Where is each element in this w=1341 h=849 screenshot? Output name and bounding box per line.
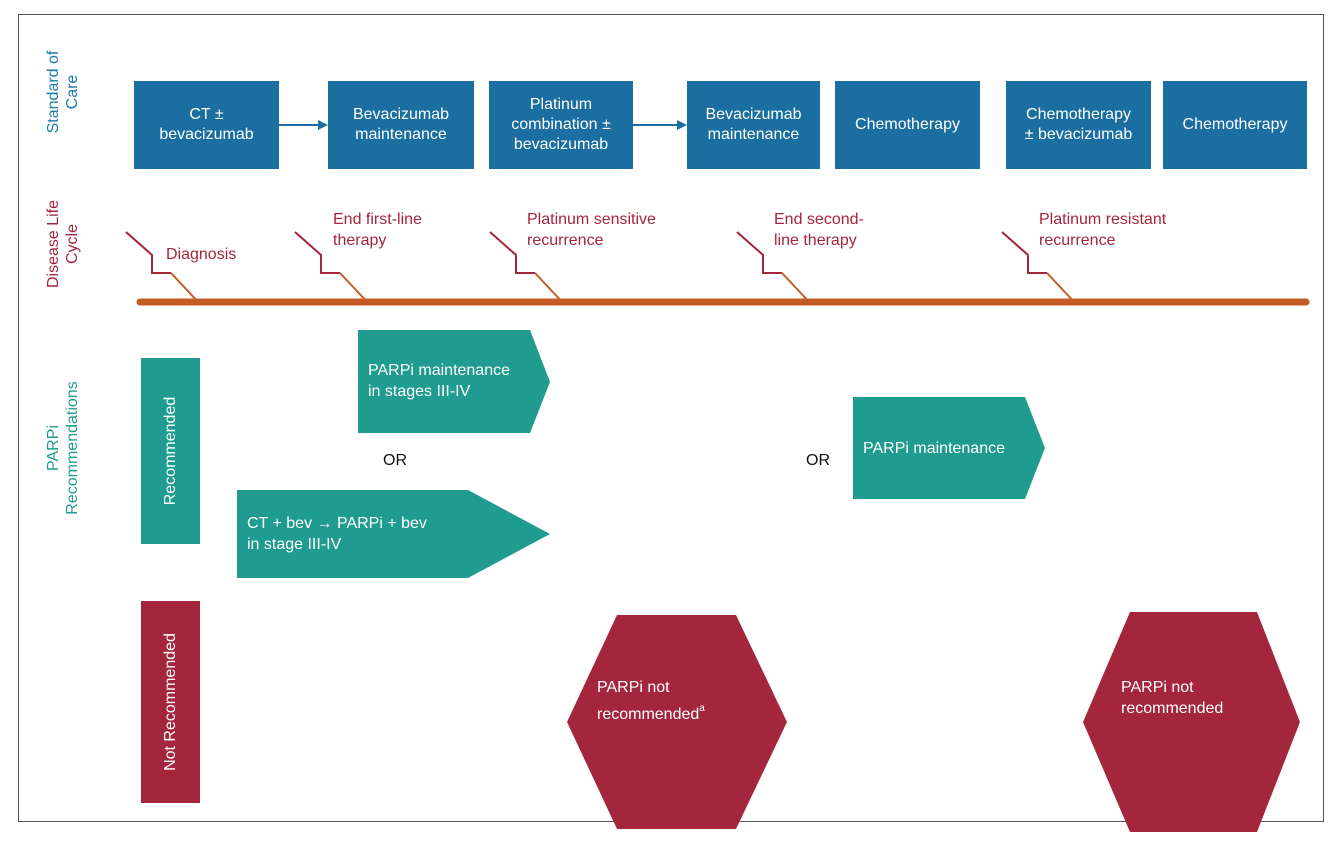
ct-bev-parpi-shape (237, 490, 550, 578)
hexagon-text-platinum-sensitive: PARPi not recommendeda (597, 677, 705, 725)
row-label-disease-life-cycle: Disease Life Cycle (45, 199, 81, 289)
parpi-maintenance-second-text: PARPi maintenance (863, 440, 1005, 457)
event-marker-end-second-line (736, 231, 813, 306)
parpi-maintenance-stage-text: PARPi maintenance in stages III-IV (368, 362, 510, 400)
soc-box-bevacizumab-maintenance-2: Bevacizumab maintenance (687, 81, 820, 169)
event-label-platinum-resistant: Platinum resistant recurrence (1039, 211, 1167, 249)
event-label-diagnosis: Diagnosis (166, 246, 237, 263)
not-recommended-bar: Not Recommended (141, 601, 200, 803)
not-recommended-bar-label: Not Recommended (161, 633, 179, 771)
ct-bev-parpi-text: CT + bev → PARPi + bev in stage III-IV (247, 515, 427, 553)
recommended-bar-label: Recommended (161, 396, 179, 506)
event-label-end-first-line: End first-line therapy (333, 211, 422, 249)
row-label-parpi-recommendations: PARPi Recommendations (45, 381, 81, 515)
event-marker-platinum-resistant (1001, 231, 1078, 306)
event-marker-diagnosis (125, 231, 202, 306)
recommended-bar: Recommended (141, 358, 200, 544)
footnote-marker: a (699, 703, 705, 714)
soc-box-ct-bevacizumab: CT ± bevacizumab (134, 81, 279, 169)
parpi-maintenance-stage-shape (358, 330, 550, 433)
soc-box-chemotherapy-bevacizumab: Chemotherapy ± bevacizumab (1006, 81, 1151, 169)
event-label-end-second-line: End second- line therapy (774, 211, 864, 249)
hexagon-text-platinum-sensitive-body: PARPi not recommended (597, 679, 700, 723)
or-label-second-line: OR (806, 452, 830, 469)
soc-box-chemotherapy-2: Chemotherapy (1163, 81, 1307, 169)
hexagon-text-platinum-resistant: PARPi not recommended (1121, 679, 1224, 717)
event-label-platinum-sensitive: Platinum sensitive recurrence (527, 211, 656, 249)
parpi-maintenance-second-shape (853, 397, 1045, 499)
soc-box-bevacizumab-maintenance-1: Bevacizumab maintenance (328, 81, 474, 169)
hexagon-platinum-resistant (1083, 612, 1300, 832)
soc-box-chemotherapy-1: Chemotherapy (835, 81, 980, 169)
hexagon-platinum-sensitive (567, 615, 787, 829)
soc-box-platinum-combination: Platinum combination ± bevacizumab (489, 81, 633, 169)
event-marker-platinum-sensitive (489, 231, 566, 306)
or-label-first-line: OR (383, 452, 407, 469)
event-marker-end-first-line (294, 231, 371, 306)
row-label-standard-of-care: Standard of Care (45, 50, 81, 134)
